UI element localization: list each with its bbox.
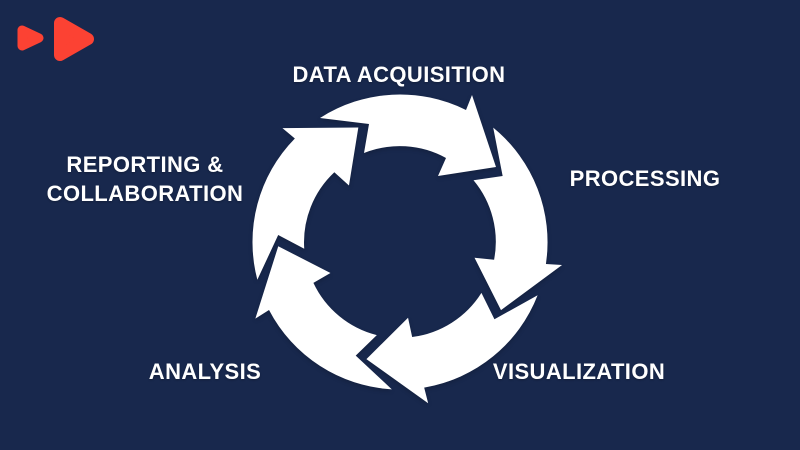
stage-label-analysis: ANALYSIS xyxy=(148,359,262,384)
fast-forward-icon xyxy=(17,17,94,61)
play-triangle-small xyxy=(17,25,44,51)
stage-label-data-acquisition: DATA ACQUISITION xyxy=(292,62,506,87)
stage-label-reporting-collaboration: REPORTING & COLLABORATION xyxy=(46,152,244,206)
stage-label-processing: PROCESSING xyxy=(569,166,721,191)
stage-label-visualization: VISUALIZATION xyxy=(492,359,666,384)
play-triangle-large xyxy=(54,17,94,61)
